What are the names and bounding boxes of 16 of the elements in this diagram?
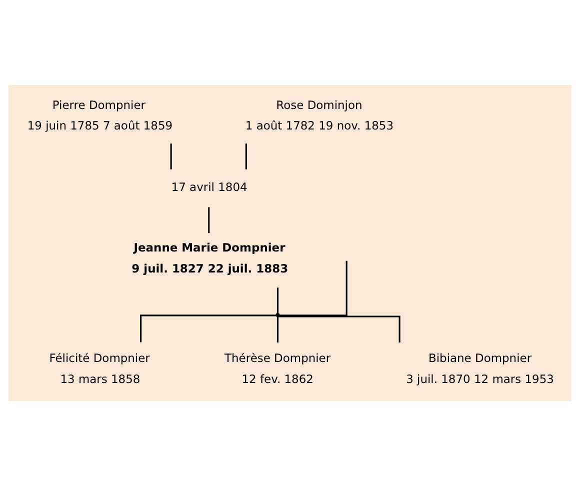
node-text: 17 avril 1804 <box>171 180 248 194</box>
connector <box>279 260 348 316</box>
node-text: Bibiane Dompnier 3 juil. 1870 12 mars 1953 <box>406 350 554 386</box>
connector <box>208 206 210 233</box>
node-text: Jeanne Marie Dompnier 9 juil. 1827 22 juil. 1883 <box>132 240 288 276</box>
node-text: Félicité Dompnier 13 mars 1858 <box>49 350 150 386</box>
connector <box>276 316 279 342</box>
node-text: Pierre Dompnier 19 juin 1785 7 août 1859 <box>27 97 173 132</box>
connector <box>278 315 400 342</box>
connector <box>140 314 276 342</box>
node-point <box>276 312 280 317</box>
connector <box>170 143 172 169</box>
connector <box>245 143 247 169</box>
node-text: Rose Dominjon 1 août 1782 19 nov. 1853 <box>245 97 394 132</box>
connector <box>276 287 279 313</box>
node-text: Thérèse Dompnier 12 fev. 1862 <box>224 350 331 386</box>
